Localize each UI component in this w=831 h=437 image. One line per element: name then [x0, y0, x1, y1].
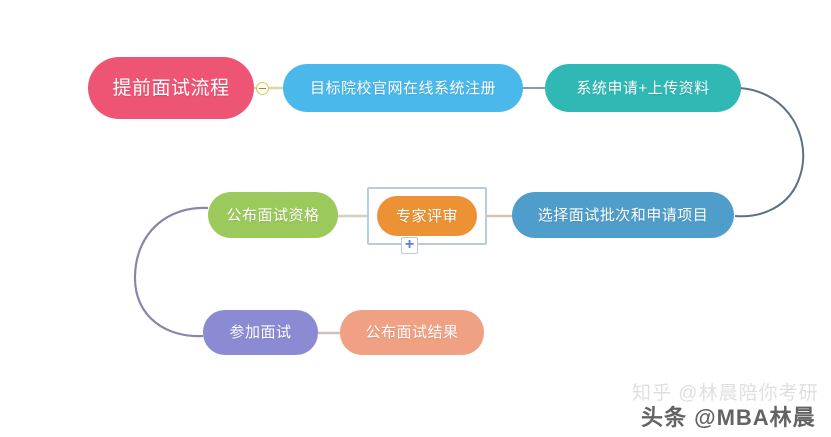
node-attend-interview[interactable]: 参加面试 — [203, 310, 318, 355]
node-apply-upload[interactable]: 系统申请+上传资料 — [545, 64, 741, 112]
node-register-label: 目标院校官网在线系统注册 — [309, 79, 496, 97]
node-register[interactable]: 目标院校官网在线系统注册 — [283, 64, 523, 112]
minus-icon — [259, 87, 266, 90]
watermark-strong: 头条 @MBA林晨 — [641, 405, 816, 430]
node-publish-qualification-label: 公布面试资格 — [226, 206, 320, 224]
watermark-faint: 知乎 @林晨陪你考研 — [632, 383, 819, 404]
node-publish-result[interactable]: 公布面试结果 — [340, 310, 484, 355]
plus-icon: + — [404, 235, 415, 253]
node-apply-upload-label: 系统申请+上传资料 — [576, 79, 710, 97]
node-select-batch[interactable]: 选择面试批次和申请项目 — [512, 192, 734, 238]
node-root[interactable]: 提前面试流程 — [88, 57, 254, 119]
node-select-batch-label: 选择面试批次和申请项目 — [537, 206, 709, 224]
node-publish-result-label: 公布面试结果 — [365, 324, 459, 341]
node-root-label: 提前面试流程 — [112, 77, 230, 99]
node-expert-review-label: 专家评审 — [395, 207, 458, 225]
node-expert-review[interactable]: 专家评审 — [377, 196, 477, 236]
node-publish-qualification[interactable]: 公布面试资格 — [208, 192, 338, 238]
edge-apply-to-select-batch — [734, 87, 805, 218]
node-attend-interview-label: 参加面试 — [229, 324, 292, 341]
edge-qualification-to-attend — [133, 206, 209, 338]
collapse-toggle-icon[interactable] — [256, 82, 269, 95]
add-child-button[interactable]: + — [401, 235, 418, 254]
